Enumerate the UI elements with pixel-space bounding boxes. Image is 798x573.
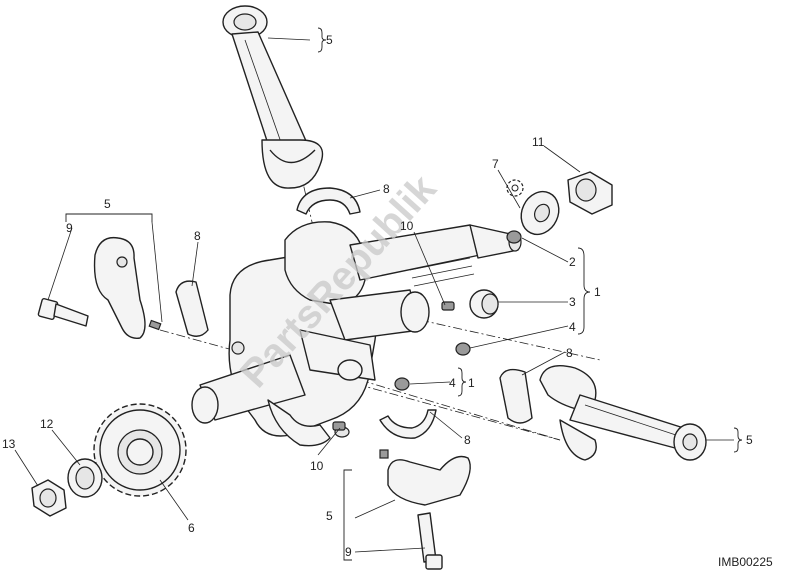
label-13: 13 [2, 437, 16, 451]
rod-cap-left [93, 236, 162, 339]
label-5-right: 5 [746, 433, 753, 447]
key-10-bottom [332, 421, 346, 431]
label-2: 2 [569, 255, 576, 269]
label-9-left: 9 [66, 221, 73, 235]
label-4-right: 4 [569, 320, 576, 334]
label-5-top: 5 [326, 33, 333, 47]
plug-2 [506, 230, 522, 244]
label-4-mid: 4 [449, 376, 456, 390]
label-8-top: 8 [383, 182, 390, 196]
bearing-shell-left [175, 280, 209, 337]
connecting-rod-right [539, 365, 707, 461]
key-10-top [441, 301, 455, 311]
label-10-top: 10 [400, 219, 414, 233]
washer-7 [520, 190, 560, 236]
diagram-code: IMB00225 [718, 555, 773, 569]
label-9-bottom: 9 [345, 545, 352, 559]
bearing-shell-top [296, 187, 361, 215]
label-7: 7 [492, 157, 499, 171]
label-3: 3 [569, 295, 576, 309]
plug-4-right [455, 342, 471, 356]
connecting-rod-top [222, 5, 324, 189]
label-8-bottom: 8 [464, 433, 471, 447]
label-5-bottom: 5 [326, 509, 333, 523]
bearing-shell-bottom [379, 409, 437, 439]
nut-13 [31, 479, 67, 517]
bearing-3 [469, 289, 499, 319]
label-12: 12 [40, 417, 54, 431]
label-1-right: 1 [594, 285, 601, 299]
nut-11 [567, 171, 613, 215]
gear-6 [93, 403, 187, 497]
center-line-journal [419, 319, 601, 361]
label-10-bottom: 10 [310, 459, 324, 473]
crankshaft [191, 221, 522, 447]
center-line-right [359, 379, 561, 441]
gear-icon [506, 179, 524, 197]
center-line-top [299, 169, 331, 301]
bolt-left [37, 297, 89, 327]
label-1-mid: 1 [468, 376, 475, 390]
label-8-right: 8 [566, 346, 573, 360]
washer-12 [67, 458, 103, 498]
bolt-bottom [417, 512, 443, 570]
plug-4-mid [394, 377, 410, 391]
label-11: 11 [532, 135, 545, 149]
rod-cap-bottom [379, 449, 471, 506]
label-8-left: 8 [194, 229, 201, 243]
label-6: 6 [188, 521, 195, 535]
label-5-left: 5 [104, 197, 111, 211]
bearing-shell-right [499, 368, 533, 424]
